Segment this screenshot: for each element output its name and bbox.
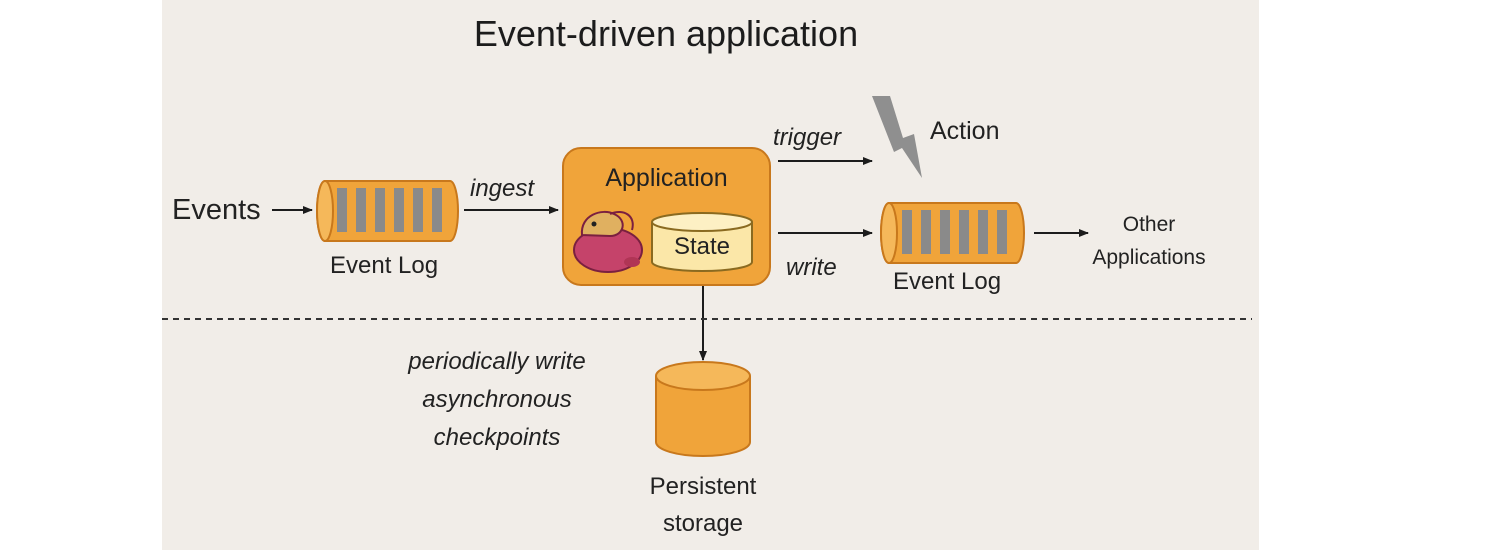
lightning-icon <box>872 96 922 178</box>
other-applications-line1: Other <box>1122 213 1176 236</box>
event-log-output-label: Event Log <box>893 268 1002 295</box>
event-log-input-label: Event Log <box>330 252 439 279</box>
diagram-canvas <box>162 96 1252 457</box>
event-log-output <box>880 202 1025 264</box>
events-label: Events <box>172 194 261 226</box>
diagram-panel: Event-driven application <box>162 0 1259 550</box>
state-label: State <box>673 233 731 260</box>
action-label: Action <box>930 117 1000 145</box>
diagram-title: Event-driven application <box>473 13 859 54</box>
persistent-storage-line1: Persistent <box>649 473 757 500</box>
persistent-storage-line2: storage <box>662 510 744 537</box>
checkpoint-note-line3: checkpoints <box>433 424 561 451</box>
other-applications-line2: Applications <box>1092 246 1206 269</box>
event-log-input <box>316 180 459 242</box>
state-cylinder <box>651 212 753 272</box>
persistent-storage-cylinder <box>655 361 751 457</box>
application-label: Application <box>605 164 728 192</box>
trigger-label: trigger <box>773 124 842 151</box>
checkpoint-note-line2: asynchronous <box>422 386 572 413</box>
write-label: write <box>786 254 837 281</box>
squirrel-icon <box>573 210 643 273</box>
checkpoint-note-line1: periodically write <box>408 348 586 375</box>
ingest-label: ingest <box>470 175 535 202</box>
